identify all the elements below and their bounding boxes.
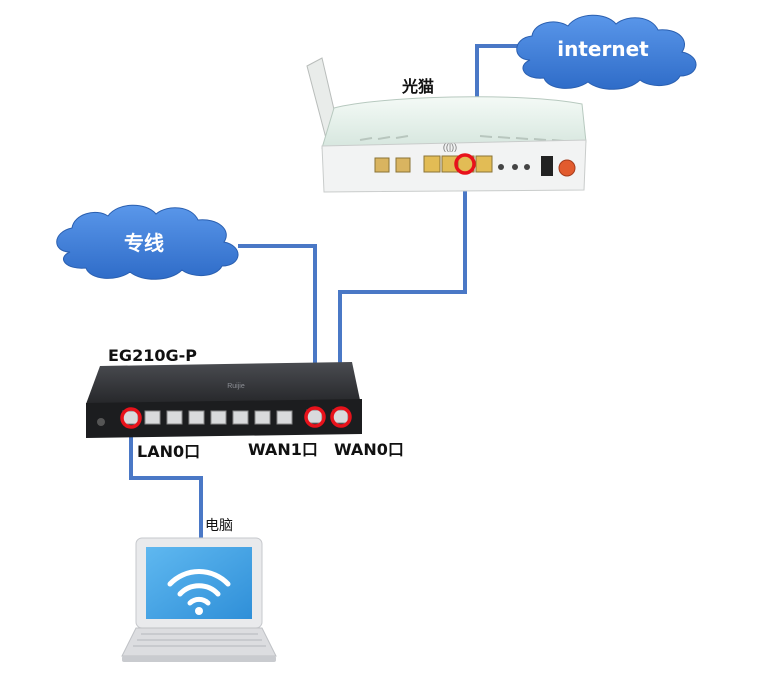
lan0-port-label: LAN0口	[137, 442, 200, 461]
internet-cloud: internet	[516, 14, 697, 90]
router-power-led	[97, 418, 105, 426]
wifi-icon: ((|))	[443, 142, 457, 152]
optical-modem: 光猫 ((|))	[306, 57, 587, 193]
wan1-port-highlight	[304, 406, 326, 428]
wan1-port-label: WAN1口	[248, 440, 318, 459]
lan0-port-highlight	[120, 407, 142, 429]
router: EG210G-P Ruijie	[86, 346, 362, 438]
cable-lan0-to-laptop	[129, 420, 203, 541]
wan0-port-label: WAN0口	[334, 440, 404, 459]
wifi-dot	[195, 607, 203, 615]
router-brand-mark: Ruijie	[227, 383, 245, 390]
cable-leased-line-to-wan1	[238, 244, 317, 411]
cable-modem-to-wan0	[338, 170, 467, 411]
laptop: 电脑	[121, 518, 277, 662]
wan0-port-highlight	[330, 406, 352, 428]
cloud-icon	[516, 14, 697, 90]
wifi-icon	[167, 569, 231, 606]
modem-uplink-port-highlight	[454, 153, 476, 175]
router-top-surface	[86, 362, 360, 404]
leased-line-cloud: 专线	[56, 204, 239, 280]
modem-pots-ports	[374, 157, 411, 173]
leased-line-label: 专线	[124, 231, 164, 255]
modem-label: 光猫	[401, 77, 434, 96]
router-lan-ports	[122, 409, 349, 425]
cable-modem-to-internet	[475, 44, 528, 103]
laptop-keyboard	[133, 633, 266, 647]
modem-top-shell	[321, 96, 587, 149]
cloud-icon	[56, 204, 239, 280]
laptop-label: 电脑	[205, 518, 233, 534]
laptop-bottom-edge	[122, 656, 276, 662]
modem-buttons	[498, 156, 576, 177]
laptop-base	[121, 627, 277, 657]
router-model-label: EG210G-P	[108, 346, 197, 365]
internet-label: internet	[557, 37, 649, 61]
